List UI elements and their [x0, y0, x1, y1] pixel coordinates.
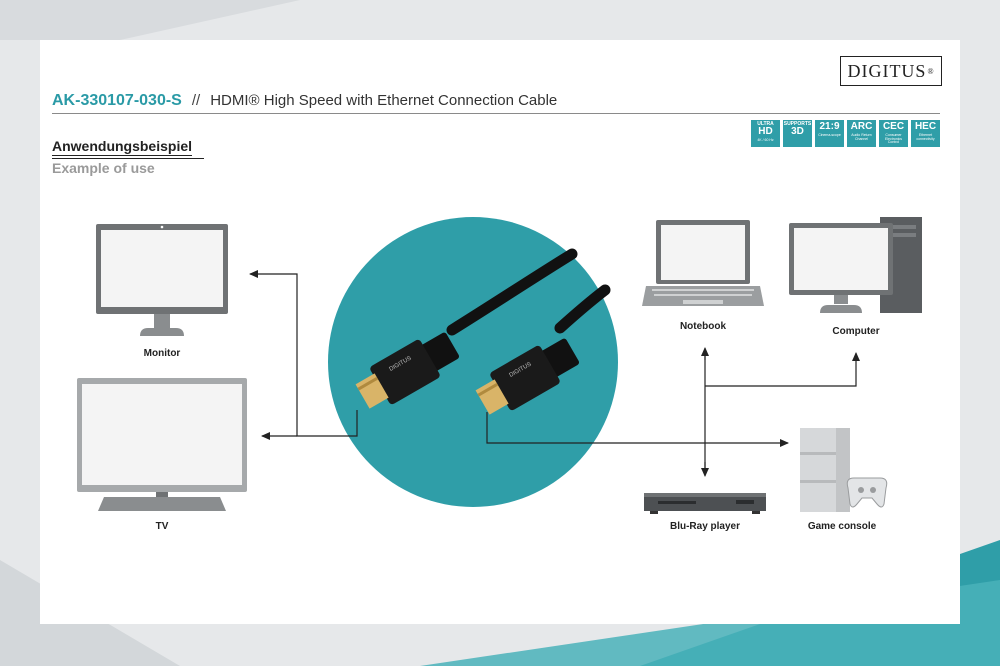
page-title: AK-330107-030-S // HDMI® High Speed with E…: [52, 92, 557, 110]
cable-photo-circle: [328, 217, 618, 507]
section-title-en: Example of use: [52, 158, 204, 176]
tv-label: TV: [155, 521, 169, 532]
connection-lines: [249, 270, 860, 477]
bluray-label: Blu-Ray player: [669, 521, 741, 532]
computer-connection-line: [705, 352, 860, 387]
title-separator: //: [191, 92, 201, 109]
monitor-icon: [96, 224, 228, 336]
digitus-logo: DIGITUS®: [840, 56, 942, 86]
article-code: AK-330107-030-S: [52, 92, 182, 109]
monitor-label: Monitor: [143, 348, 181, 359]
right-cable-line: [486, 412, 789, 447]
hdmi-cable-icon: DIGITUS DIGITUS: [355, 248, 611, 415]
tv-icon: [77, 378, 247, 511]
console-label: Game console: [807, 521, 877, 532]
computer-label: Computer: [832, 326, 880, 337]
brand-mark: ®: [927, 66, 935, 76]
product-title: HDMI® High Speed with Ethernet Connectio…: [210, 92, 558, 109]
header-divider: [52, 113, 940, 114]
notebook-label: Notebook: [679, 321, 727, 332]
section-title-de: Anwendungsbeispiel: [52, 138, 193, 156]
bluray-player-icon: [644, 493, 766, 514]
computer-icon: [789, 217, 922, 313]
notebook-icon: [642, 220, 764, 306]
brand-name: DIGITUS: [847, 60, 927, 81]
game-console-icon: [800, 428, 888, 512]
